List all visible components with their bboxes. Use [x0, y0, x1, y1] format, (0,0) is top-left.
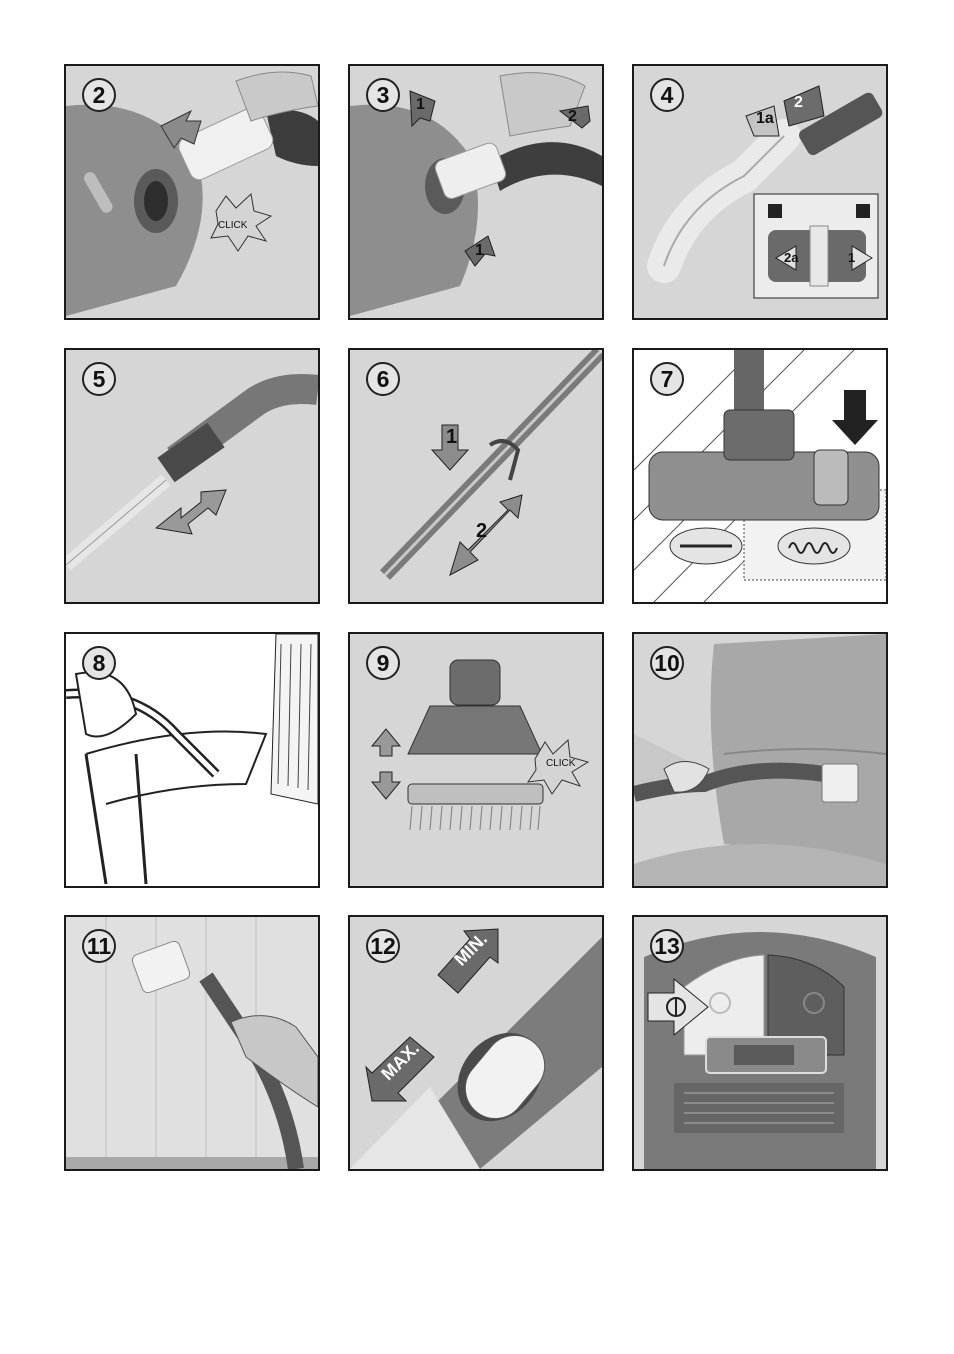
step-label-2: 2 [476, 520, 488, 542]
panel-4: 4 1a 2 2a 1 [632, 64, 888, 320]
arrow-label-2: 2 [568, 108, 577, 125]
step-label-1: 1 [446, 426, 458, 448]
click-label: CLICK [546, 758, 576, 769]
click-label: CLICK [218, 220, 248, 231]
suction-regulator-illustration [350, 928, 602, 1169]
step-number: 7 [650, 362, 684, 396]
tube-attach-illustration [66, 374, 318, 571]
step-number: 5 [82, 362, 116, 396]
step-label-1a: 1a [756, 110, 774, 127]
step-label-2: 2 [794, 94, 803, 111]
step-number: 12 [366, 929, 400, 963]
hose-release-illustration [350, 72, 602, 316]
panel-8: 8 [64, 632, 320, 888]
step-number: 10 [650, 646, 684, 680]
arrow-label-1-bottom: 1 [475, 242, 484, 259]
power-switch-illustration [644, 932, 876, 1169]
panel-3: 3 1 2 1 [348, 64, 604, 320]
brush-nozzle-illustration [370, 659, 590, 831]
step-number: 9 [366, 646, 400, 680]
panel-10: 10 [632, 632, 888, 888]
step-number: 2 [82, 78, 116, 112]
telescopic-tube-illustration [379, 350, 602, 580]
step-number: 13 [650, 929, 684, 963]
step-label-2a: 2a [784, 250, 799, 265]
step-number: 8 [82, 646, 116, 680]
step-number: 3 [366, 78, 400, 112]
upholstery-illustration [66, 634, 318, 885]
panel-6: 6 1 2 [348, 348, 604, 604]
panel-13: 13 [632, 915, 888, 1171]
panel-7: 7 [632, 348, 888, 604]
step-number: 11 [82, 929, 116, 963]
step-number: 4 [650, 78, 684, 112]
floor-nozzle-illustration [634, 350, 886, 602]
panel-5: 5 [64, 348, 320, 604]
panel-9: 9 CLICK [348, 632, 604, 888]
panel-2: 2 CLICK [64, 64, 320, 320]
hose-detach-illustration [647, 85, 883, 299]
hose-attach-illustration [66, 71, 318, 316]
step-number: 6 [366, 362, 400, 396]
arrow-label-1-top: 1 [416, 96, 425, 113]
panel-11: 11 [64, 915, 320, 1171]
step-label-1: 1 [848, 250, 856, 265]
panel-12: 12 MIN. MAX. [348, 915, 604, 1171]
sofa-cleaning-illustration [634, 634, 886, 886]
